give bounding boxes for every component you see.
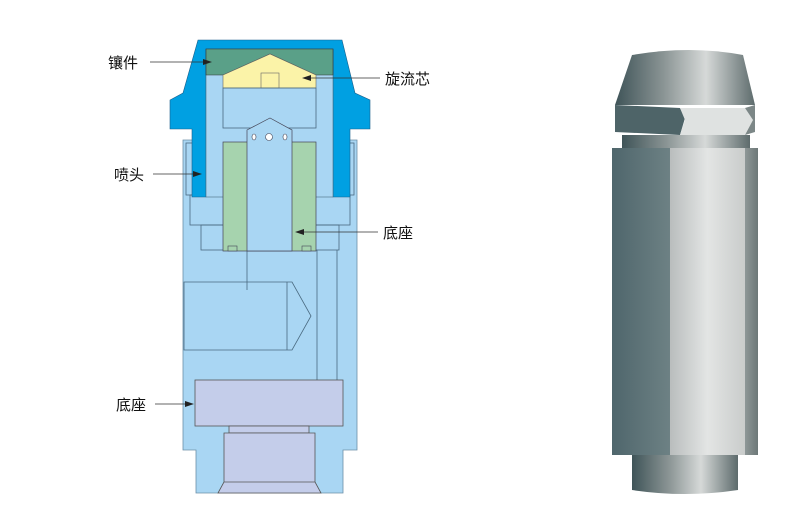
photo-hex-right-face xyxy=(745,148,758,455)
swirl-core xyxy=(222,53,317,89)
photo-bottom-cylinder xyxy=(632,455,738,494)
label-base-right: 底座 xyxy=(383,224,413,242)
hex-cavity xyxy=(183,281,312,351)
label-insert: 镶件 xyxy=(108,54,138,72)
callouts: 镶件 旋流芯 喷头 底座 底座 xyxy=(108,54,430,414)
base-block xyxy=(194,379,344,427)
base-outlet xyxy=(217,432,322,494)
center-stem xyxy=(246,117,293,252)
photo-hex-front-face xyxy=(670,148,745,455)
photo-neck xyxy=(622,135,750,148)
label-base-left: 底座 xyxy=(116,396,146,414)
nozzle-photo xyxy=(612,50,758,494)
photo-cap-hex xyxy=(615,105,685,135)
label-swirl-core: 旋流芯 xyxy=(385,70,430,88)
label-nozzle-head: 喷头 xyxy=(114,166,144,184)
photo-hex-left-face xyxy=(612,148,670,455)
photo-cap-cone xyxy=(615,50,755,105)
cross-section xyxy=(169,39,371,494)
